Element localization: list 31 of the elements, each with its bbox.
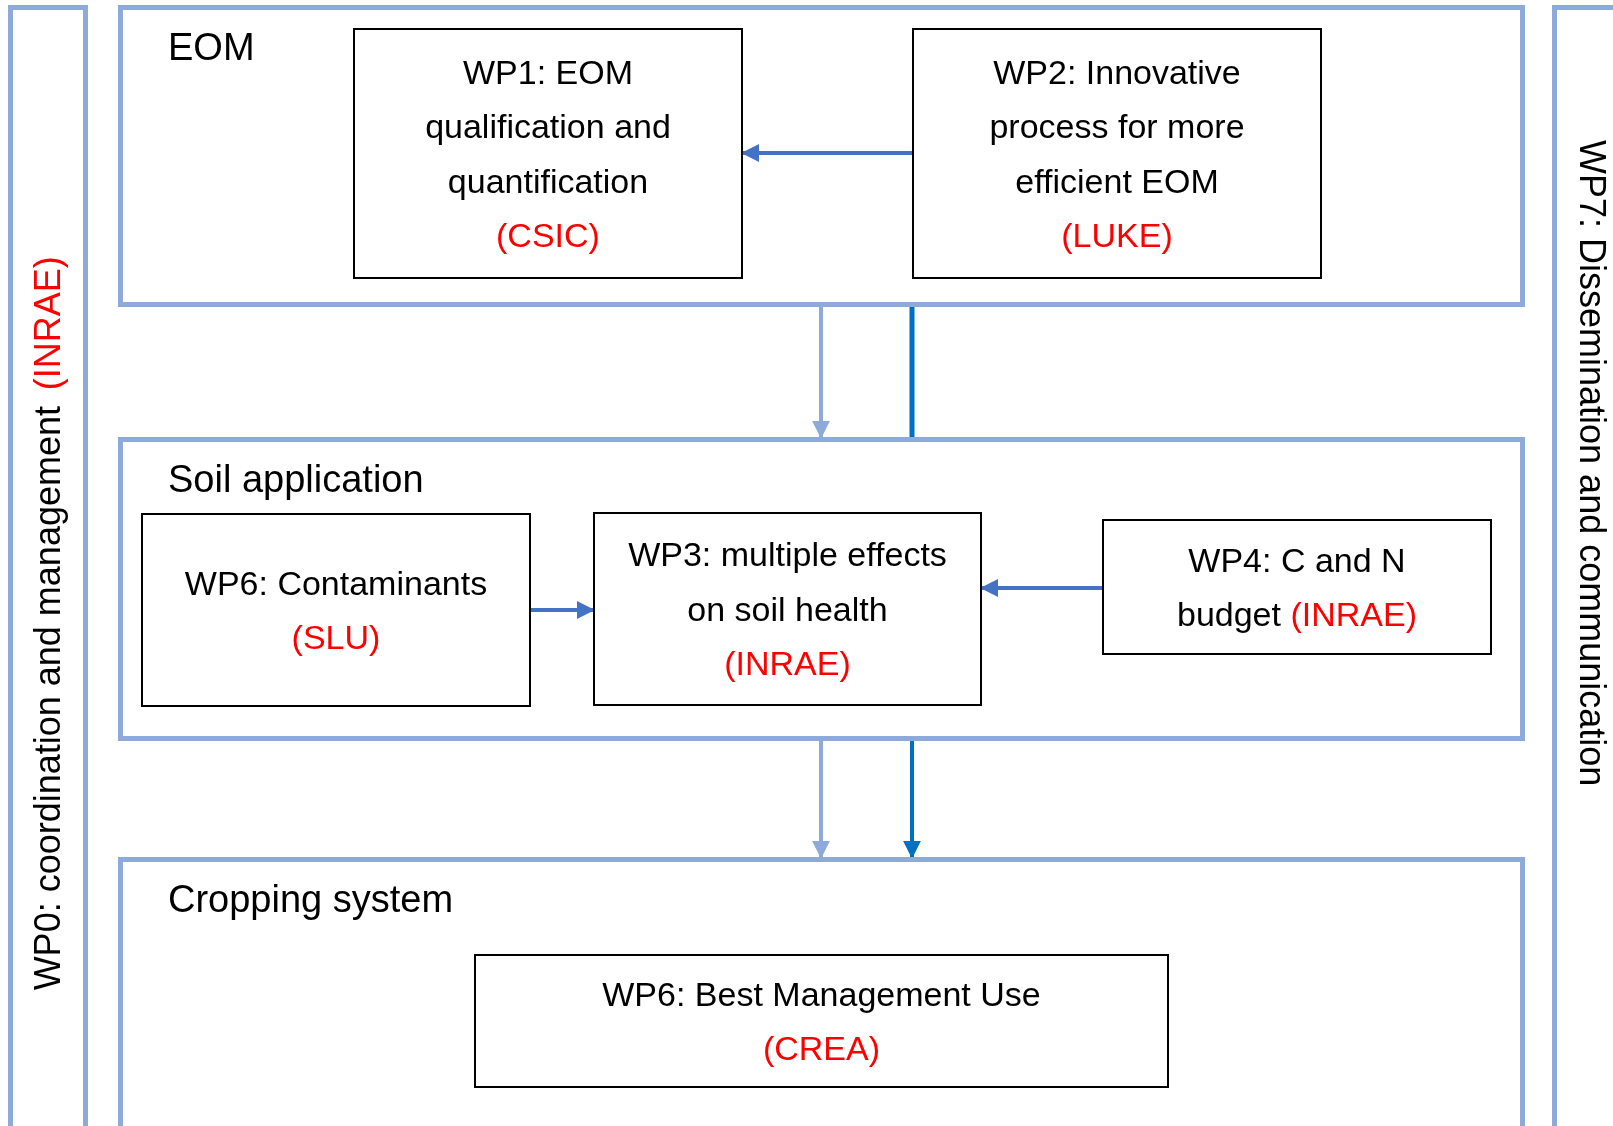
process-box: [593, 512, 982, 706]
process-box: [353, 28, 743, 279]
arrow: [812, 307, 830, 439]
band-title: Cropping system: [168, 880, 454, 918]
group-band: [118, 857, 1525, 1126]
band-title: Soil application: [168, 460, 424, 498]
box-text: WP3: multiple effects on soil health (INRAE): [627, 534, 948, 685]
box-text: WP2: Innovative process for more efficient EOM: [988, 51, 1246, 202]
arrow: [812, 741, 830, 859]
process-box: [912, 28, 1322, 279]
band-title: EOM: [168, 28, 255, 66]
box-text: WP1: EOM qualification and quantification: [424, 51, 672, 202]
band-title: WP7: Dissemination and communication: [1574, 140, 1610, 787]
box-text: (SLU): [291, 617, 381, 658]
arrow: [531, 601, 595, 619]
arrow: [903, 741, 921, 859]
side-band: [1552, 5, 1613, 1126]
side-band: [8, 5, 88, 1126]
process-box: [141, 513, 531, 707]
box-text: (CREA): [762, 1028, 881, 1069]
band-title: (INRAE): [30, 255, 66, 390]
process-box: [474, 954, 1169, 1088]
band-title: WP0: coordination and management: [30, 405, 66, 990]
box-text: WP4: C and N budget (INRAE): [1176, 539, 1418, 635]
group-band: [118, 5, 1525, 307]
group-band: [118, 437, 1525, 741]
process-box: [1102, 519, 1492, 655]
box-text: WP6: Contaminants: [184, 562, 488, 604]
box-text: WP6: Best Management Use: [602, 973, 1041, 1015]
box-text: (LUKE): [1061, 214, 1173, 256]
box-text: (CSIC): [496, 214, 600, 256]
